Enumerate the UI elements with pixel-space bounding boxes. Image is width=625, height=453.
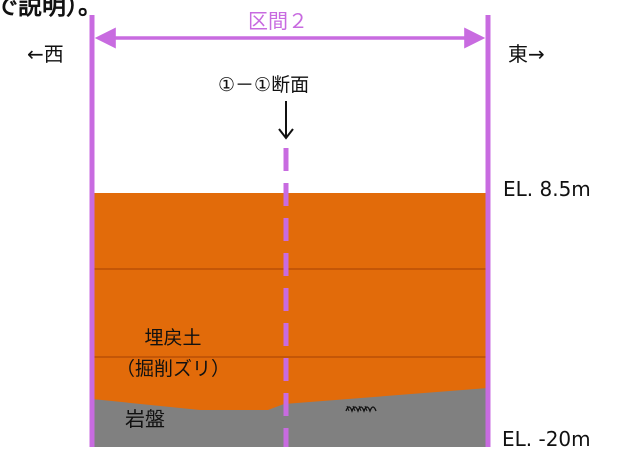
fill-soil-label-line2: （掘削ズリ）: [115, 358, 230, 380]
header-text-fragment: で説明）。: [0, 0, 102, 20]
cross-section-label: ①－①断面: [218, 74, 310, 96]
bedrock-texture-strokes: [346, 405, 368, 412]
west-label: ←西: [27, 42, 64, 66]
elevation-bottom-label: EL. -20m: [502, 427, 591, 451]
section-label: 区間２: [248, 9, 308, 33]
bedrock-layer: [92, 388, 488, 447]
bedrock-label: 岩盤: [125, 407, 165, 431]
east-label: 東→: [508, 42, 545, 66]
fill-soil-label-line1: 埋戻土: [144, 327, 202, 349]
down-arrow-icon: [278, 101, 294, 140]
elevation-top-label: EL. 8.5m: [503, 177, 591, 201]
fill-soil-label: 埋戻土 （掘削ズリ）: [113, 323, 233, 385]
bedrock-texture-mark: [345, 406, 377, 413]
